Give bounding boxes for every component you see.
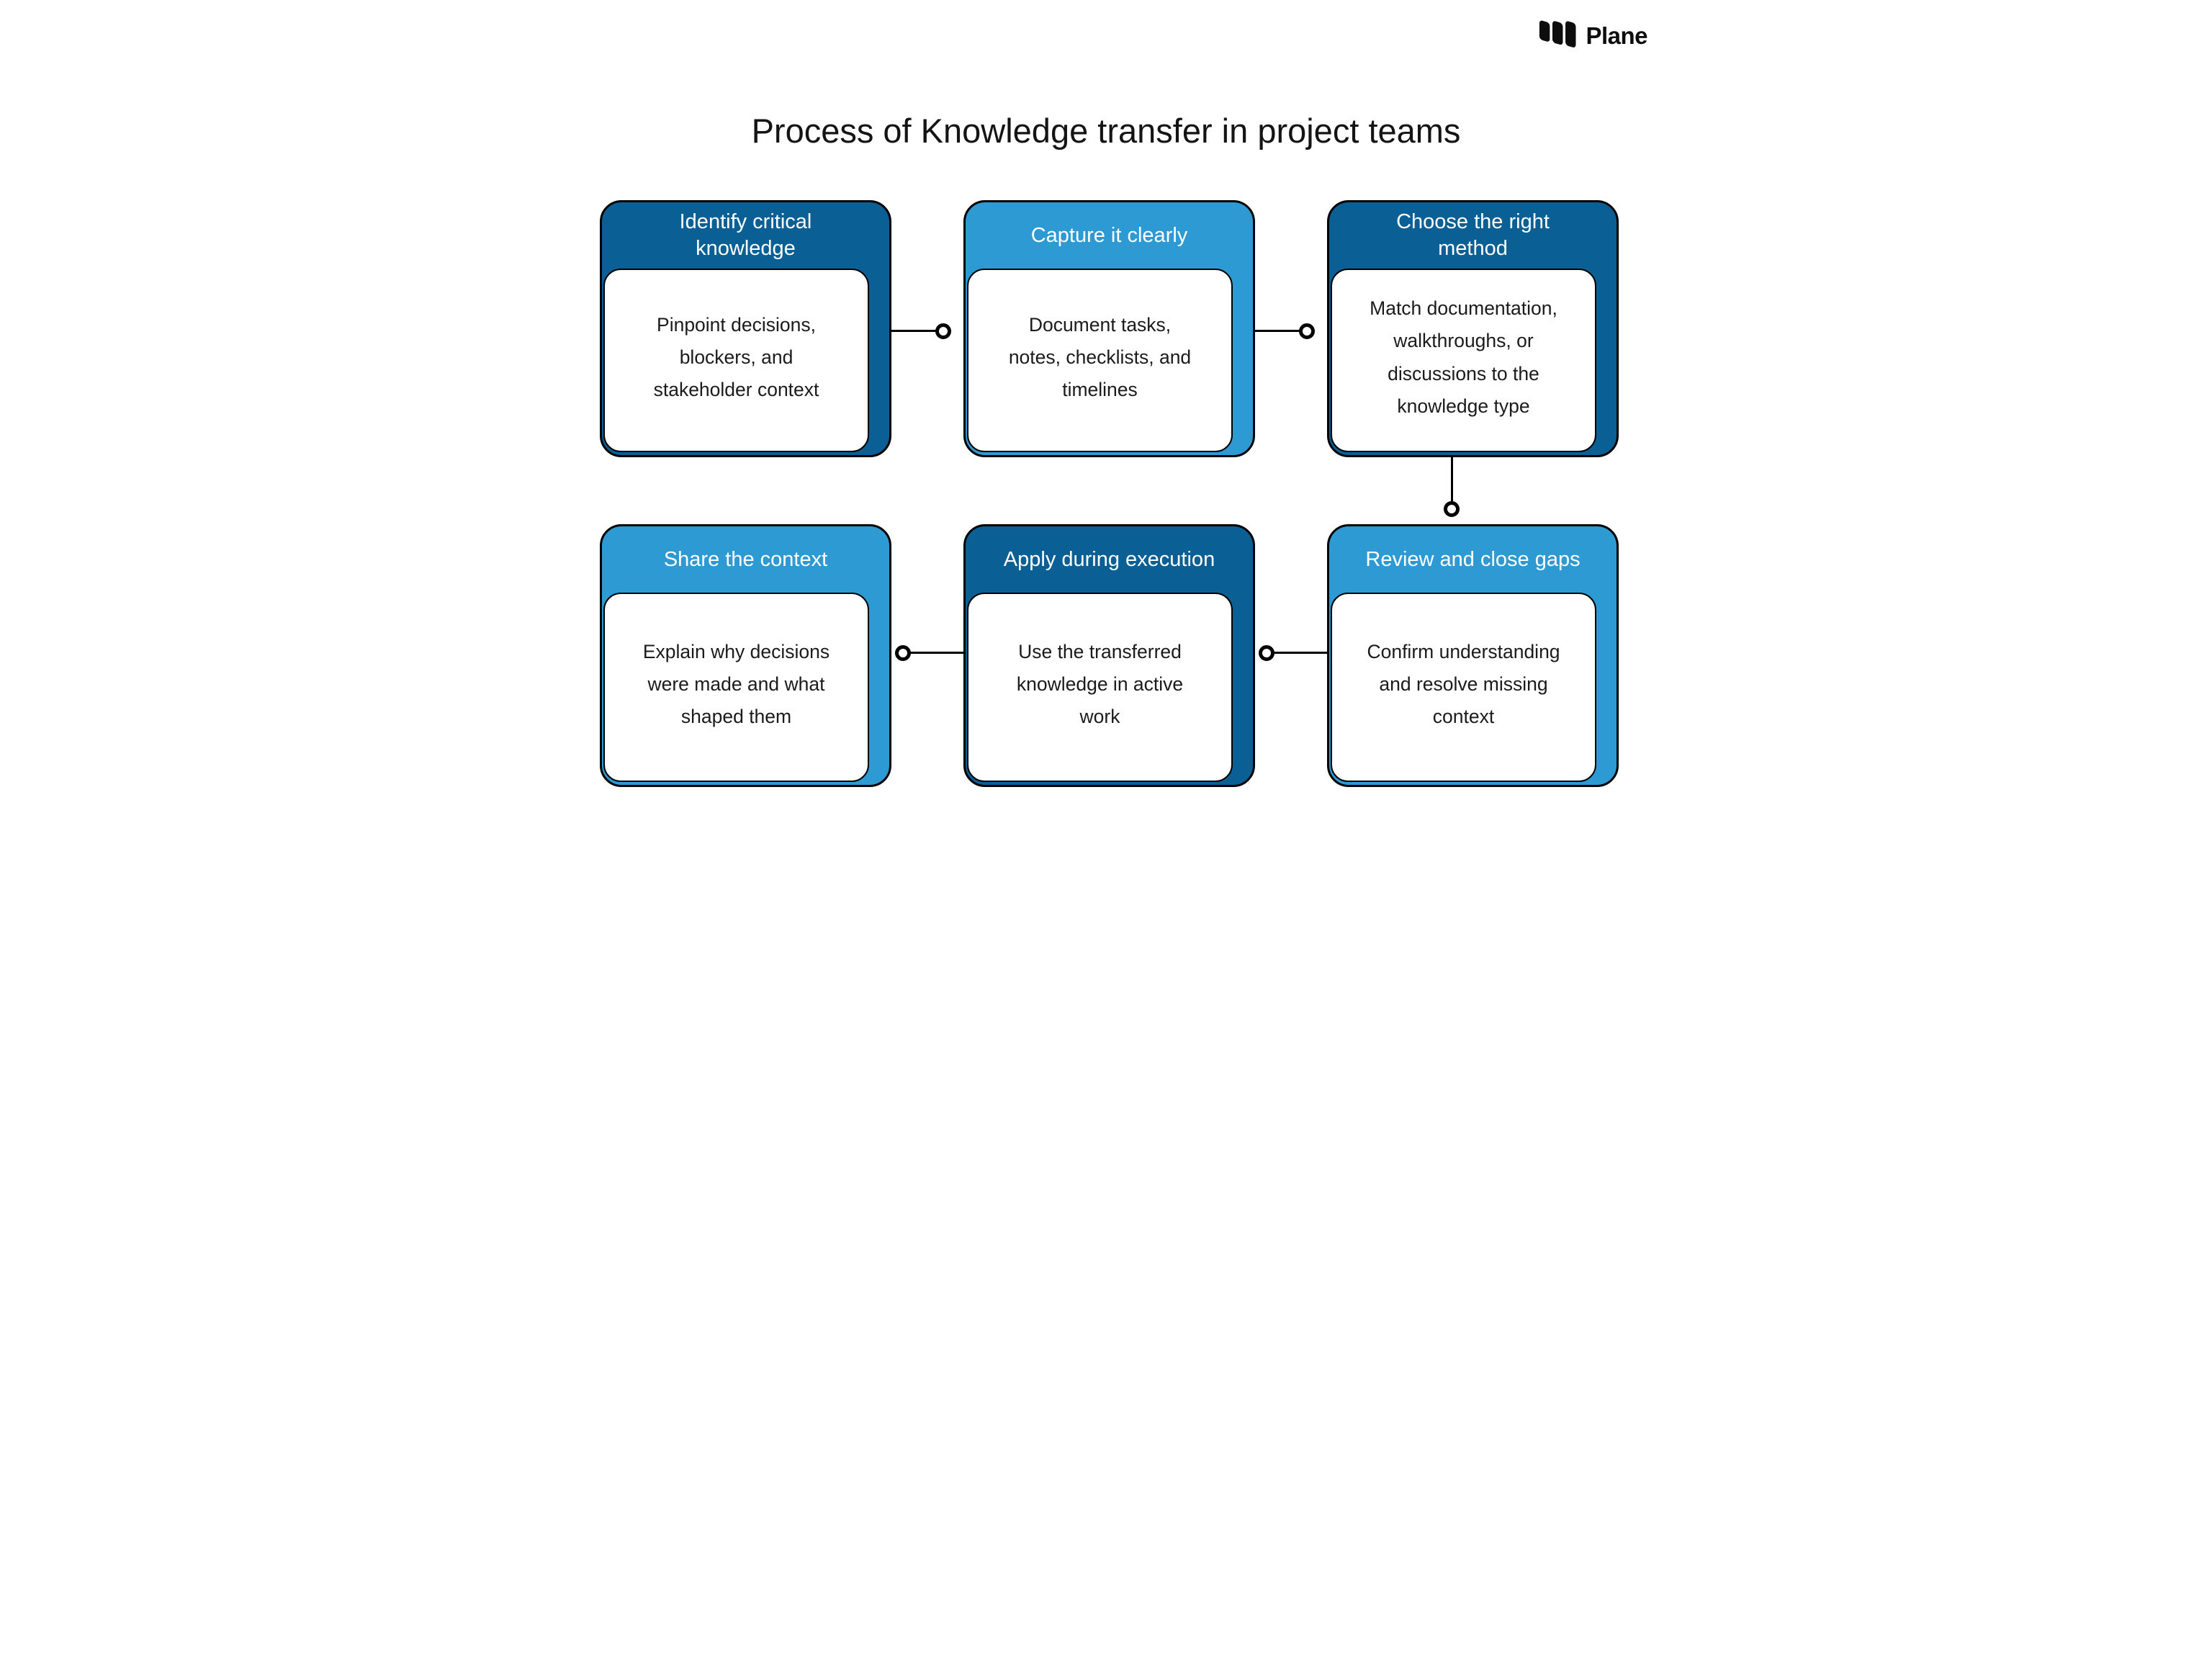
step-4-body-panel: Explain why decisions were made and what… (603, 593, 869, 782)
step-2-header: Capture it clearly (1030, 223, 1188, 247)
step-6-header: Review and close gaps (1365, 547, 1581, 571)
step-1-header: Identify critical knowledge (679, 210, 812, 260)
step-3-body: Match documentation, walkthroughs, or di… (1370, 297, 1557, 417)
step-2-body: Document tasks, notes, checklists, and t… (1008, 313, 1192, 401)
connector-circle (1444, 501, 1460, 517)
step-4-header: Share the context (663, 547, 828, 571)
connector-circle (895, 645, 911, 661)
step-2-body-panel: Document tasks, notes, checklists, and t… (967, 269, 1233, 452)
step-1-body-panel: Pinpoint decisions, blockers, and stakeh… (603, 269, 869, 452)
connector-line (1274, 652, 1327, 654)
step-card-capture-it-clearly: Capture it clearly Document tasks, notes… (963, 200, 1255, 457)
connector-circle (1299, 323, 1315, 339)
step-6-body: Confirm understanding and resolve missin… (1367, 640, 1560, 728)
step-card-apply-during-execution: Apply during execution Use the transferr… (963, 524, 1255, 787)
diagram-title: Process of Knowledge transfer in project… (751, 112, 1461, 150)
step-5-header: Apply during execution (1003, 547, 1215, 571)
step-card-share-the-context: Share the context Explain why decisions … (600, 524, 891, 787)
step-card-review-and-close-gaps: Review and close gaps Confirm understand… (1327, 524, 1619, 787)
step-5-body: Use the transferred knowledge in active … (1016, 640, 1184, 728)
plane-logo-wordmark: Plane (1586, 22, 1647, 49)
connector-circle (1259, 645, 1274, 661)
connector-line (891, 330, 936, 332)
step-6-body-panel: Confirm understanding and resolve missin… (1331, 593, 1596, 782)
plane-logo-icon (1539, 20, 1576, 48)
plane-logo: Plane (1539, 19, 1647, 52)
connector-line (1451, 457, 1453, 501)
step-1-body: Pinpoint decisions, blockers, and stakeh… (653, 313, 819, 401)
connector-circle (935, 323, 951, 339)
step-5-body-panel: Use the transferred knowledge in active … (967, 593, 1233, 782)
step-card-identify-critical-knowledge: Identify critical knowledge Pinpoint dec… (600, 200, 891, 457)
step-4-body: Explain why decisions were made and what… (642, 640, 830, 728)
step-3-body-panel: Match documentation, walkthroughs, or di… (1331, 269, 1596, 452)
connector-line (910, 652, 963, 654)
step-card-choose-the-right-method: Choose the right method Match documentat… (1327, 200, 1619, 457)
connector-line (1255, 330, 1300, 332)
step-3-header: Choose the right method (1396, 210, 1550, 260)
knowledge-transfer-diagram: Plane Process of Knowledge transfer in p… (553, 0, 1659, 830)
